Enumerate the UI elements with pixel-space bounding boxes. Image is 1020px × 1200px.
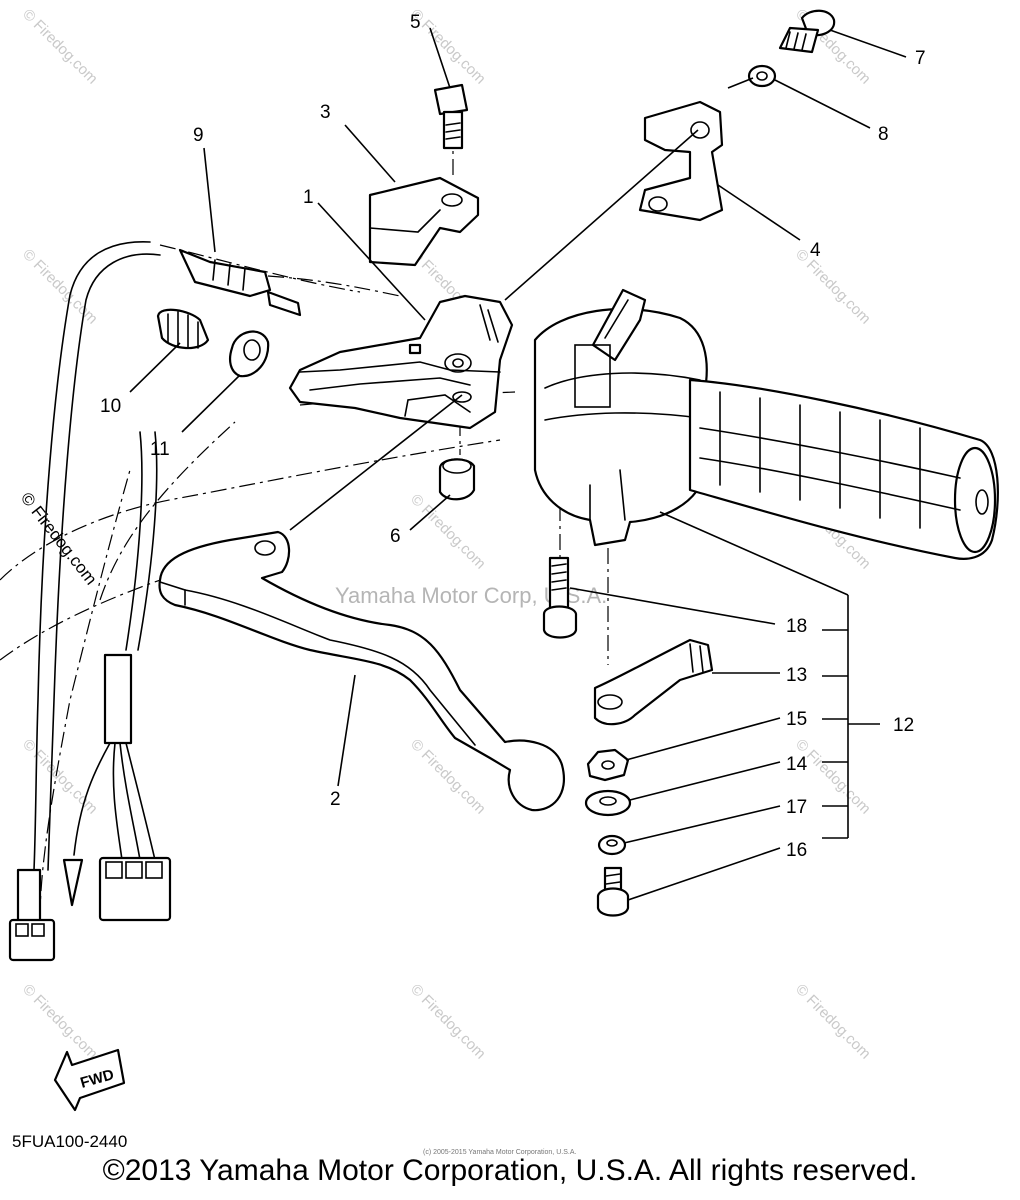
locknut-11 bbox=[229, 330, 270, 378]
clutch-switch-9 bbox=[178, 248, 302, 317]
washer-17 bbox=[597, 834, 627, 856]
callout-18: 18 bbox=[786, 616, 807, 637]
callout-7: 7 bbox=[915, 48, 926, 69]
washer-8 bbox=[747, 64, 777, 88]
lever-13 bbox=[593, 638, 714, 726]
watermark-tile: © Firedog.com bbox=[792, 246, 874, 328]
adjuster-10 bbox=[156, 308, 210, 350]
callout-1: 1 bbox=[303, 187, 314, 208]
leader-lines bbox=[129, 27, 907, 901]
callout-10: 10 bbox=[100, 396, 121, 417]
watermark-tile: © Firedog.com bbox=[19, 981, 101, 1063]
bracket-4 bbox=[638, 100, 724, 222]
screw-18 bbox=[542, 556, 578, 639]
callout-2: 2 bbox=[330, 789, 341, 810]
watermark-tile: © Firedog.com bbox=[407, 491, 489, 573]
washer-14 bbox=[584, 789, 632, 817]
callout-17: 17 bbox=[786, 797, 807, 818]
watermark-tile: © Firedog.com bbox=[19, 6, 101, 88]
screw-16 bbox=[596, 866, 630, 917]
callout-5: 5 bbox=[410, 12, 421, 33]
nut-6 bbox=[438, 458, 476, 501]
callout-11: 11 bbox=[150, 439, 170, 460]
callout-3: 3 bbox=[320, 102, 331, 123]
callout-14: 14 bbox=[786, 754, 808, 775]
bolt-5 bbox=[433, 83, 469, 150]
handlebar-switch bbox=[533, 288, 999, 560]
callout-16: 16 bbox=[786, 840, 807, 861]
watermark-tile: © Firedog.com bbox=[19, 736, 101, 818]
copyright-notice: ©2013 Yamaha Motor Corporation, U.S.A. A… bbox=[102, 1154, 918, 1187]
cover-3 bbox=[368, 176, 480, 267]
wire-harness bbox=[8, 653, 172, 962]
part-code: 5FUA100-2440 bbox=[12, 1132, 128, 1151]
watermark-tile: © Firedog.com bbox=[792, 981, 874, 1063]
switch-cable bbox=[33, 241, 161, 871]
callouts: 1 2 3 4 5 6 7 8 9 10 11 12 13 14 15 16 1… bbox=[100, 12, 926, 861]
nut-15 bbox=[586, 748, 630, 782]
screw-7 bbox=[778, 9, 836, 54]
callout-6: 6 bbox=[390, 526, 401, 547]
callout-13: 13 bbox=[786, 665, 807, 686]
lever-holder-1 bbox=[288, 294, 514, 430]
watermark-tile: © Firedog.com bbox=[407, 981, 489, 1063]
callout-9: 9 bbox=[193, 125, 204, 146]
callout-8: 8 bbox=[878, 124, 889, 145]
callout-4: 4 bbox=[810, 240, 821, 261]
lever-2 bbox=[158, 530, 565, 812]
callout-15: 15 bbox=[786, 709, 807, 730]
callout-12: 12 bbox=[893, 715, 914, 736]
fwd-arrow: FWD bbox=[53, 1048, 126, 1112]
watermark-tile: © Firedog.com bbox=[19, 246, 101, 328]
small-copyright: (c) 2005-2015 Yamaha Motor Corporation, … bbox=[423, 1149, 577, 1156]
